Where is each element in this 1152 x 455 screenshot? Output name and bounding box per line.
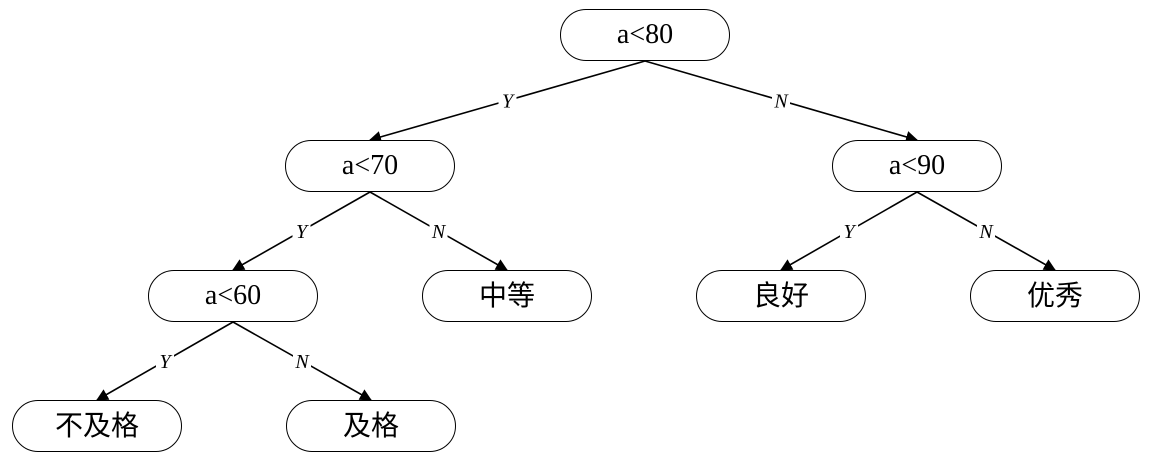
edge-label-no: N [773,91,789,113]
edge-label-no: N [294,351,310,373]
node-a-lt-80: a<80 [560,9,730,61]
edge-label-no: N [431,221,447,243]
leaf-good: 良好 [696,270,866,322]
edge-label-bg [293,350,311,372]
edge-label-bg [977,220,995,242]
edge-label-no: N [978,221,994,243]
edge-label-bg [772,89,790,112]
edge-label-bg [498,89,517,112]
leaf-medium: 中等 [422,270,592,322]
edge-label-yes: Y [502,91,515,113]
leaf-pass: 及格 [286,400,456,452]
edge-label-yes: Y [296,221,309,243]
edge-label-yes: Y [159,351,172,373]
edge-label-bg [840,220,858,242]
edge-label-yes: Y [843,221,856,243]
node-a-lt-70: a<70 [285,140,455,192]
node-a-lt-60: a<60 [148,270,318,322]
edge-label-bg [156,350,174,372]
edge-label-bg [292,220,311,242]
leaf-fail: 不及格 [12,400,182,452]
edge-label-bg [429,220,448,242]
node-a-lt-90: a<90 [832,140,1002,192]
leaf-excellent: 优秀 [970,270,1140,322]
